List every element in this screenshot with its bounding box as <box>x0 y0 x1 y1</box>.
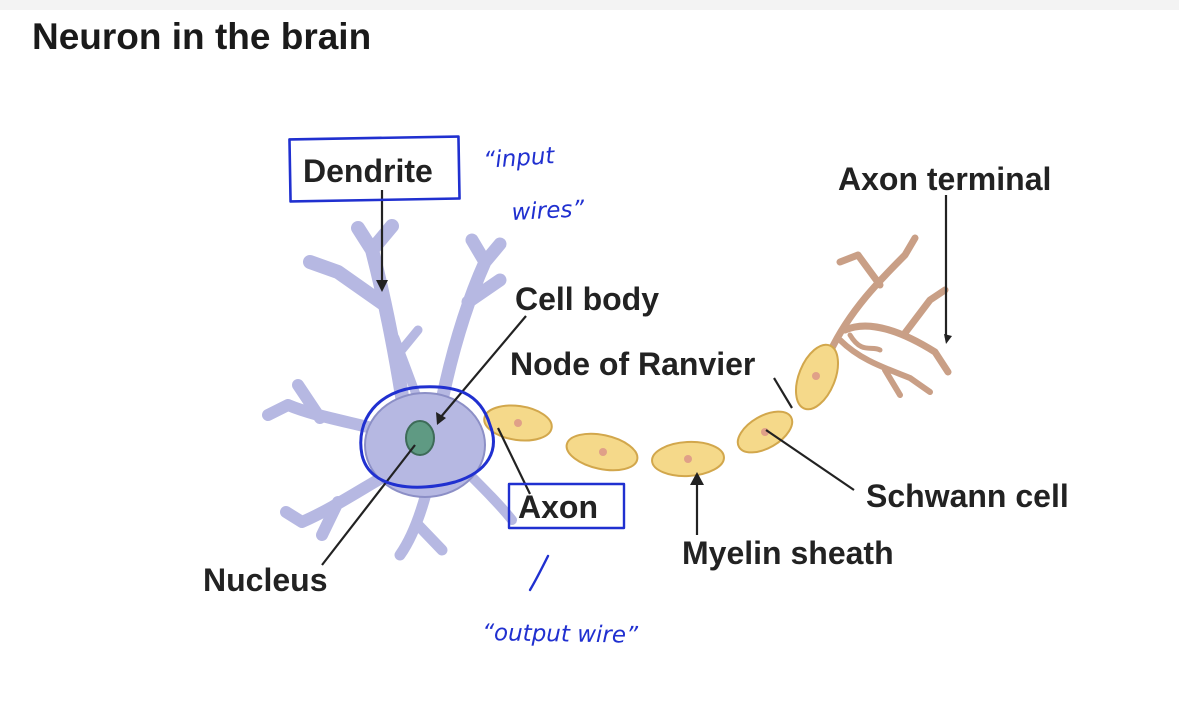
cell-body-label: Cell body <box>515 281 659 317</box>
schwann-cell-label: Schwann cell <box>866 478 1069 514</box>
axon-terminal-branches <box>826 234 952 398</box>
top-bar <box>0 0 1179 10</box>
pointer-arrowheads <box>376 280 952 485</box>
input-wires-note-line1: “input <box>483 143 557 174</box>
nucleus-label: Nucleus <box>203 562 327 598</box>
myelin-sheath-label: Myelin sheath <box>682 535 894 571</box>
axon-terminal-label: Axon terminal <box>838 161 1051 197</box>
dendrite-label: Dendrite <box>303 153 433 189</box>
output-wire-note: “output wire” <box>482 620 639 649</box>
axon-label: Axon <box>518 489 598 525</box>
dendrites <box>262 219 517 561</box>
node-of-ranvier-label: Node of Ranvier <box>510 346 755 382</box>
input-wires-note-line2: wires” <box>511 196 586 226</box>
ink-annotations <box>288 135 626 592</box>
slide-title: Neuron in the brain <box>32 16 372 57</box>
